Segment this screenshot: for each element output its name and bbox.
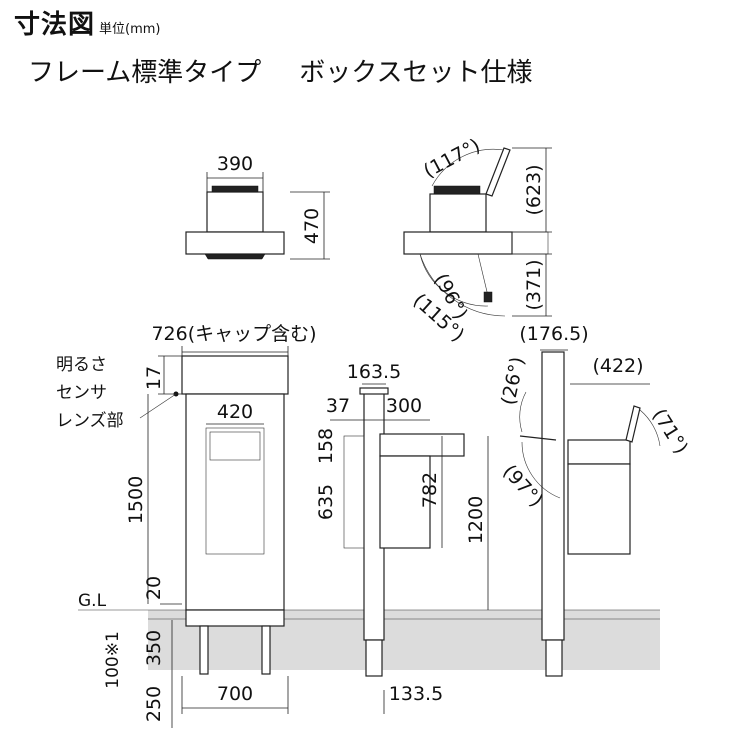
- page-title: 寸法図: [14, 10, 96, 40]
- cap-offset-label: (176.5): [519, 323, 588, 345]
- base-width-label: 700: [217, 683, 253, 705]
- ground-label: G.L: [78, 591, 107, 611]
- top-angle-label: (26°): [497, 355, 529, 407]
- top-view-closed: 390 470: [185, 153, 330, 260]
- lower-height-label: (371): [523, 259, 545, 310]
- mount-height-label: 1200: [465, 496, 487, 544]
- footing-note-label: 100※1: [103, 631, 123, 689]
- sensor-label-2: センサ: [56, 383, 107, 403]
- footing-depth-label: 350: [143, 630, 165, 666]
- type-box-label: ボックスセット仕様: [299, 58, 533, 88]
- height-470-label: 470: [301, 208, 323, 244]
- side-base-width-label: 133.5: [389, 683, 443, 705]
- top-view-open: (117°) (623) (96°) (115°) (371): [403, 135, 552, 346]
- subtitle: フレーム標準タイプ ボックスセット仕様: [28, 52, 532, 89]
- sensor-label-1: 明るさ: [56, 355, 107, 375]
- ground-gap-label: 20: [143, 576, 165, 600]
- box-height-label: 782: [419, 472, 441, 508]
- footing-bottom-label: 250: [143, 686, 165, 722]
- door-width-label: 420: [217, 401, 253, 423]
- depth-label: 300: [386, 395, 422, 417]
- lower-section-label: 635: [315, 484, 337, 520]
- sensor-label-3: レンズ部: [56, 411, 124, 431]
- type-frame-label: フレーム標準タイプ: [28, 58, 262, 88]
- total-width-label: 726(キャップ含む): [151, 323, 316, 345]
- offset-label: 37: [326, 395, 350, 417]
- body-height-label: 1500: [125, 476, 147, 524]
- unit-label: 単位(mm): [99, 22, 161, 37]
- cap-height-label: 17: [143, 366, 165, 390]
- top-section-label: 158: [315, 428, 337, 464]
- post-width-label: 163.5: [347, 361, 401, 383]
- door-reach-label: (422): [592, 355, 643, 377]
- lid-angle-label: (117°): [420, 135, 484, 183]
- side-view: 163.5 37 300 158 635 782 1200 133.5: [315, 361, 489, 714]
- bottom-angle-label: (97°): [498, 461, 547, 512]
- front-view: 726(キャップ含む) 420 明るさ センサ レンズ部 17 1500 G.L…: [56, 323, 317, 728]
- header: 寸法図単位(mm): [14, 4, 161, 41]
- door-angle-label: (71°): [648, 405, 692, 458]
- width-390-label: 390: [217, 153, 253, 175]
- lid-height-label: (623): [523, 164, 545, 215]
